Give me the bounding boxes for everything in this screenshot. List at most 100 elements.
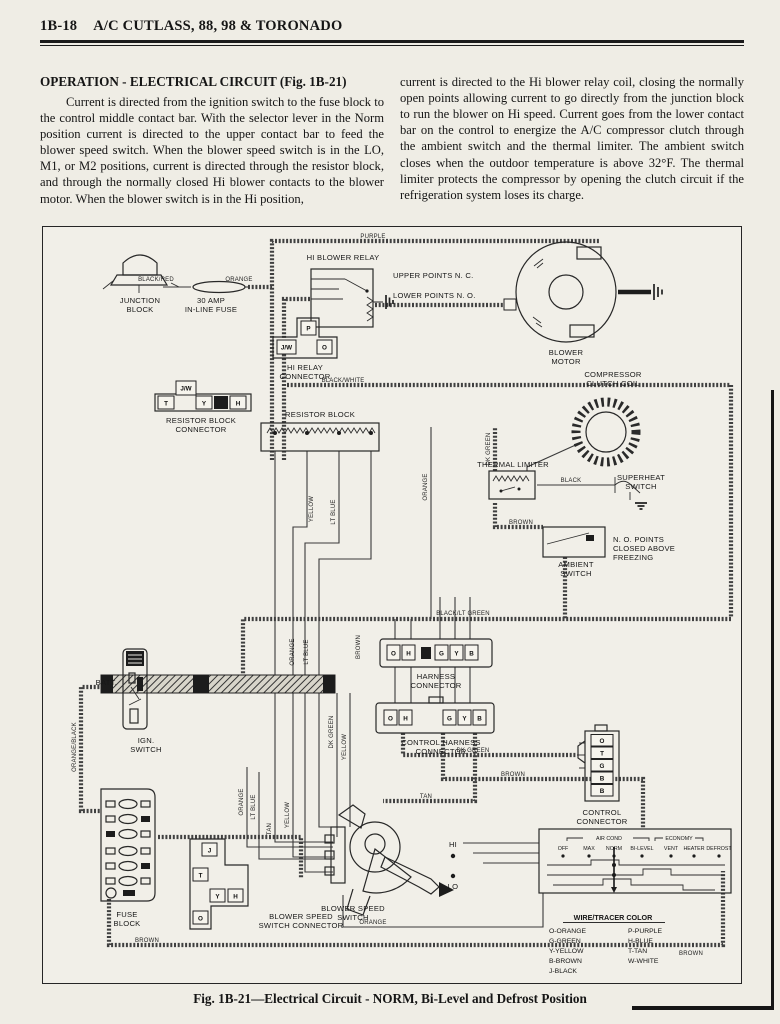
pin-box: [590, 746, 614, 759]
junction-block-base: [109, 274, 169, 286]
bss-pin-plate: [330, 826, 346, 884]
legend-item: O-ORANGE: [549, 928, 586, 935]
thermal-limiter-label: THERMAL LIMITER: [477, 460, 549, 469]
pin-label: Y: [215, 894, 220, 901]
wire-resistor-drop-4: [318, 451, 372, 675]
harness-outline: [379, 638, 493, 668]
bss-lever: [380, 856, 440, 895]
motor-core: [548, 274, 584, 310]
hi-label: HI: [449, 840, 457, 849]
bss-pin: [324, 850, 335, 860]
bss-rotor: [349, 821, 401, 873]
group-economy: ECONOMY: [665, 836, 693, 842]
pin-box: [434, 644, 449, 661]
blower-speed-switch-connector: J T Y H O: [189, 838, 249, 930]
pin-label: Y: [454, 651, 459, 658]
wire-dk-green-run: [400, 733, 577, 758]
pin-box: [209, 888, 226, 903]
grommet-center: [193, 675, 209, 693]
resistor-terminal-dot: [273, 431, 277, 435]
pin-label: J/W: [180, 386, 191, 393]
wire-label-black: BLACK: [561, 478, 582, 484]
contact-bars: [547, 859, 725, 891]
wire-label-dk-green-h: DK GREEN: [457, 748, 490, 754]
pos-bi-level: BI-LEVEL: [630, 846, 653, 852]
bss-connector-outline: [189, 838, 249, 930]
pin-label: J: [208, 848, 212, 855]
lo-dot: [450, 873, 456, 879]
inline-fuse-body: [192, 280, 246, 294]
ambient-switch-arm: [546, 532, 590, 545]
article-paragraph-right: current is directed to the Hi blower rel…: [400, 75, 744, 202]
wire-label-tan-2: TAN: [267, 823, 273, 835]
pin-label: O: [600, 738, 605, 745]
motor-terminal: [503, 298, 517, 311]
pin-label: Y: [462, 716, 467, 723]
scan-edge-artifact-bottom: [632, 1006, 774, 1010]
pin-box: [590, 734, 614, 747]
hi-relay-connector-outline: [272, 317, 338, 359]
wire-label-brown-h: BROWN: [501, 772, 525, 778]
relay-ground-icon: [385, 295, 394, 309]
resistor-terminal-dot: [305, 431, 309, 435]
wire-orange-switch: [246, 767, 333, 848]
ign-switch-slot: [129, 708, 139, 724]
legend-item: P-PURPLE: [628, 928, 662, 935]
wire-label-brown-amb: BROWN: [509, 520, 533, 526]
legend-item: J-BLACK: [549, 968, 577, 975]
lower-points-label: LOWER POINTS N. O.: [393, 291, 476, 300]
thermal-limiter-box: [488, 470, 536, 500]
ambient-switch: [542, 526, 606, 558]
wire-label-lt-blue-2: LT BLUE: [304, 639, 310, 664]
wire-brown-ambient: [492, 503, 543, 530]
wire-label-black-white: BLACK/WHITE: [322, 378, 365, 384]
wire-label-lt-blue-3: LT BLUE: [251, 794, 257, 819]
wire-label-dk-green-2: DK GREEN: [329, 716, 335, 749]
pin-label: T: [199, 873, 203, 880]
lo-label: LO: [448, 882, 459, 891]
pos-vent: VENT: [664, 846, 679, 852]
ign-switch-detail: [137, 677, 143, 691]
superheat-switch: [614, 477, 647, 510]
fuse-block-outline: [100, 788, 156, 902]
resistor-block-box: [260, 422, 380, 452]
clutch-coil-loops: [571, 397, 641, 467]
wire-resistor-drop-3: [304, 451, 340, 675]
figure-caption: Fig. 1B-21—Electrical Circuit - NORM, Bi…: [193, 991, 587, 1006]
wire-tracer-legend: WIRE/TRACER COLOR O-ORANGE G-GREEN Y-YEL…: [549, 913, 665, 975]
pin-box: [449, 644, 464, 661]
group-air-cond: AIR COND: [596, 836, 622, 842]
wire-label-purple: PURPLE: [360, 234, 385, 240]
resistor-block-label: RESISTOR BLOCK: [285, 410, 355, 419]
pin-label: P: [306, 326, 310, 333]
pin-label: Y: [202, 401, 207, 408]
harness-connector: O H G Y B: [379, 638, 493, 668]
pin-box: [442, 709, 457, 726]
resistor-block: [260, 422, 380, 452]
hi-dot: [450, 853, 456, 859]
wire-label-yellow-3: YELLOW: [285, 802, 291, 828]
pin-box: [157, 395, 175, 410]
hi-relay-connector: P J/W O: [272, 317, 338, 359]
wire-label-orange-2: ORANGE: [290, 638, 296, 665]
ign-switch-label: IGN.SWITCH: [130, 736, 161, 754]
hi-blower-relay: [310, 268, 394, 328]
wire-harness-links: [394, 667, 471, 703]
pin-box: [201, 842, 218, 857]
pin-label: G: [600, 763, 605, 770]
bss-pin: [324, 866, 335, 876]
pin-box: [192, 910, 209, 925]
pin-box: [300, 320, 317, 336]
wire-bundle-3: [304, 693, 333, 873]
legend-item: W-WHITE: [628, 958, 659, 965]
resistor-element: [266, 427, 376, 434]
wire-label-orange-black: ORANGE/BLACK: [72, 722, 78, 772]
pin-label: B: [477, 716, 482, 723]
pin-label: G: [447, 716, 452, 723]
pin-box: [398, 709, 413, 726]
